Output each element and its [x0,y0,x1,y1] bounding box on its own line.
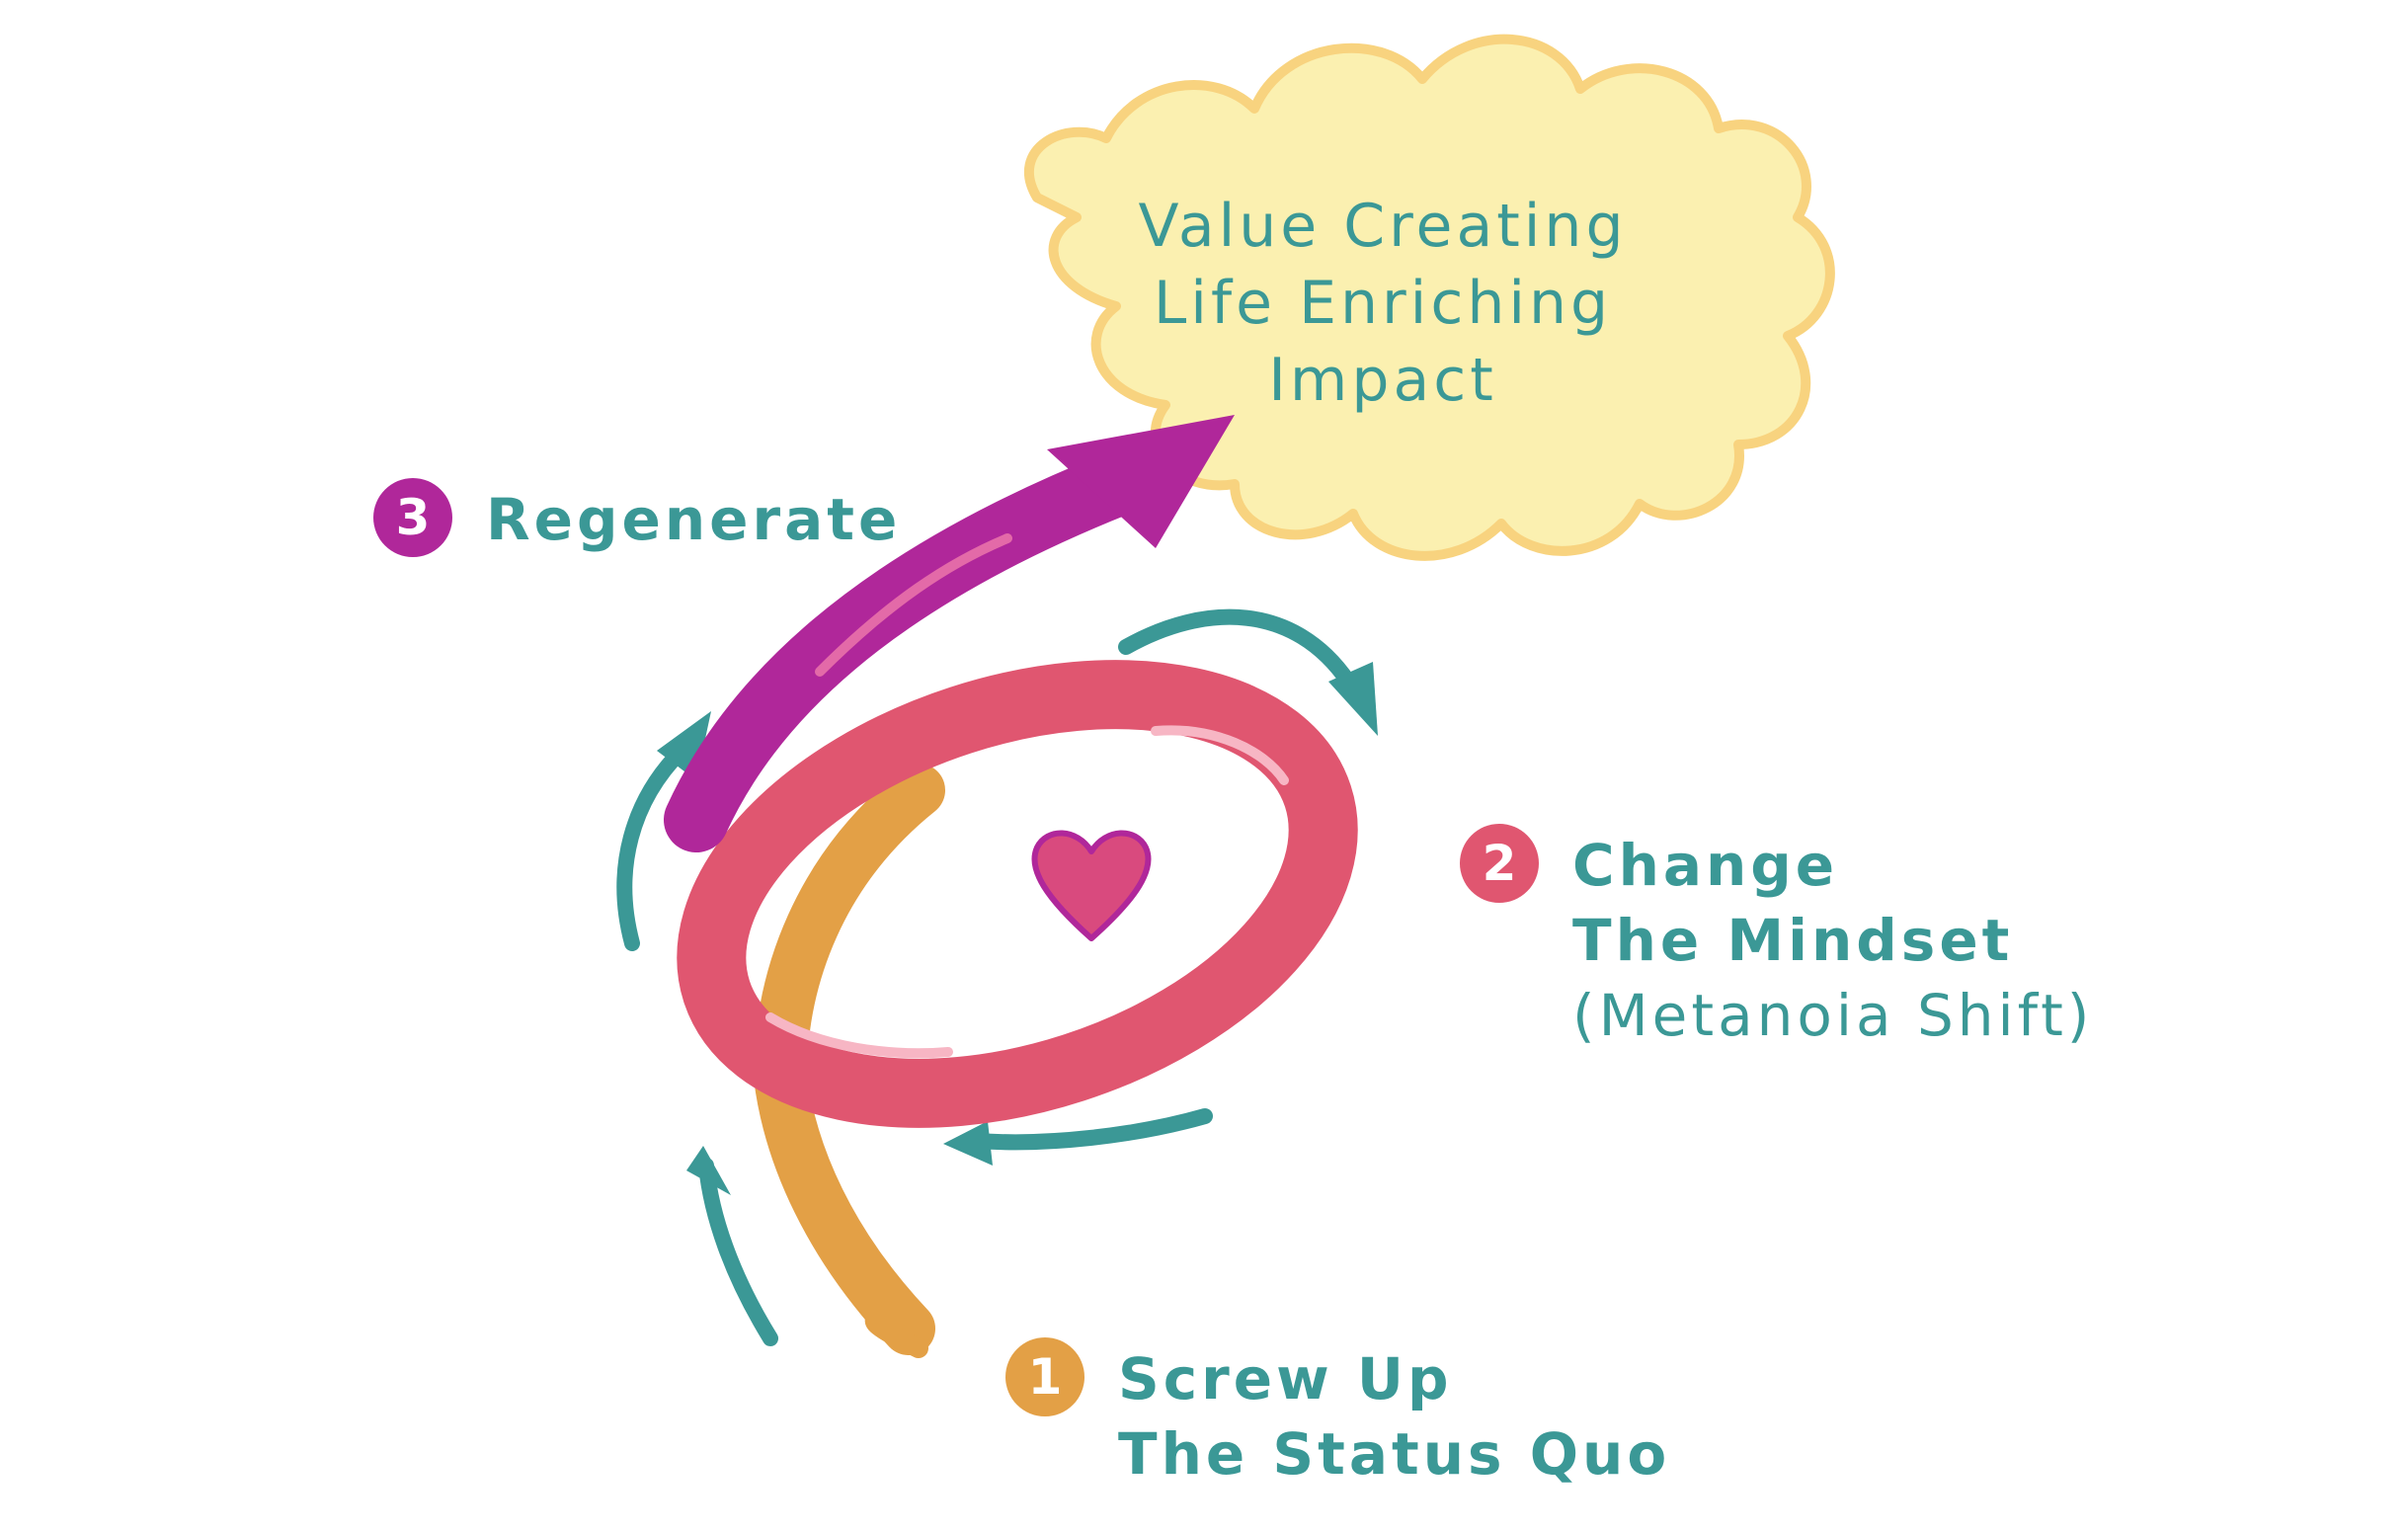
heart-icon [1034,833,1148,938]
impact-line-2: Life Enriching [1086,265,1679,342]
step-3-badge: 3 [373,478,452,557]
step-2-label: Change The Mindset (Metanoia Shift) [1572,828,2093,1053]
step-1-line-1: Screw Up [1118,1341,1670,1416]
impact-text: Value Creating Life Enriching Impact [1086,188,1679,419]
step-2-line-1: Change [1572,828,2093,903]
step-1-line-2: The Status Quo [1118,1416,1670,1492]
step-2-badge: 2 [1460,824,1539,903]
impact-line-1: Value Creating [1086,188,1679,265]
step-1-badge: 1 [1005,1337,1084,1416]
impact-line-3: Impact [1086,342,1679,419]
step-2-line-2: The Mindset [1572,903,2093,978]
step-2-line-3: (Metanoia Shift) [1572,978,2093,1053]
step-1-label: Screw Up The Status Quo [1118,1341,1670,1492]
spiral-arrow [696,415,1235,820]
step-3-label: Regenerate [486,482,901,557]
